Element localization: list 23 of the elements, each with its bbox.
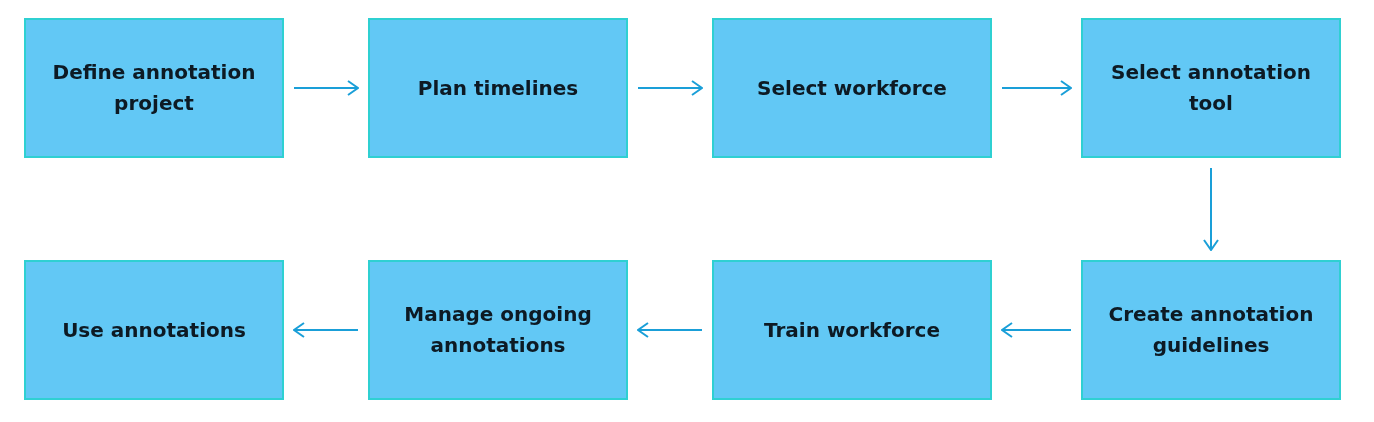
step-label: Define annotation project xyxy=(51,59,257,117)
step-label: Select workforce xyxy=(757,74,947,102)
step-label: Use annotations xyxy=(62,316,246,344)
step-label: Manage ongoing annotations xyxy=(403,301,593,359)
step-label: Create annotation guidelines xyxy=(1107,301,1315,359)
process-box xyxy=(368,260,628,400)
arrow xyxy=(637,322,703,338)
process-box xyxy=(1081,260,1341,400)
process-box xyxy=(368,18,628,158)
arrow xyxy=(637,80,703,96)
step-label: Select annotation tool xyxy=(1110,59,1312,117)
step-label: Plan timelines xyxy=(417,74,579,102)
step-label: Train workforce xyxy=(764,316,940,344)
arrow xyxy=(293,322,359,338)
process-box xyxy=(712,18,992,158)
process-box xyxy=(24,260,284,400)
arrow xyxy=(293,80,359,96)
process-box xyxy=(24,18,284,158)
process-box xyxy=(1081,18,1341,158)
arrow xyxy=(1001,322,1072,338)
process-box xyxy=(712,260,992,400)
arrow xyxy=(1001,80,1072,96)
arrow xyxy=(1203,167,1219,251)
